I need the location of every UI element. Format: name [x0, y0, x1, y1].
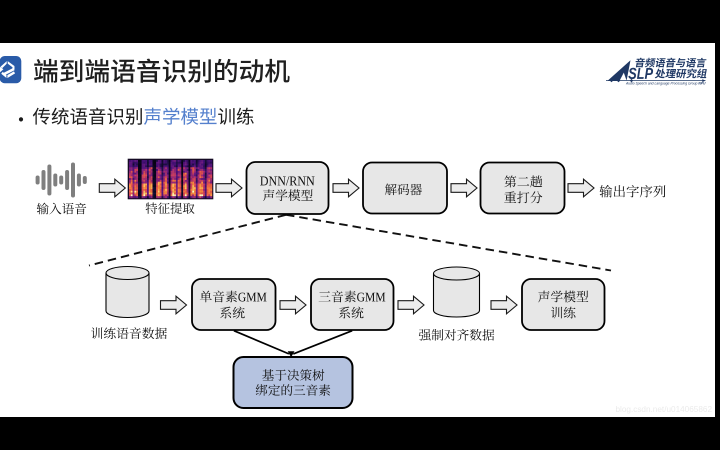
- svg-text:blog.csdn.net/u014065862: blog.csdn.net/u014065862: [615, 405, 712, 414]
- svg-text:Audio Speech and Language Proc: Audio Speech and Language Processing Gro…: [625, 82, 706, 86]
